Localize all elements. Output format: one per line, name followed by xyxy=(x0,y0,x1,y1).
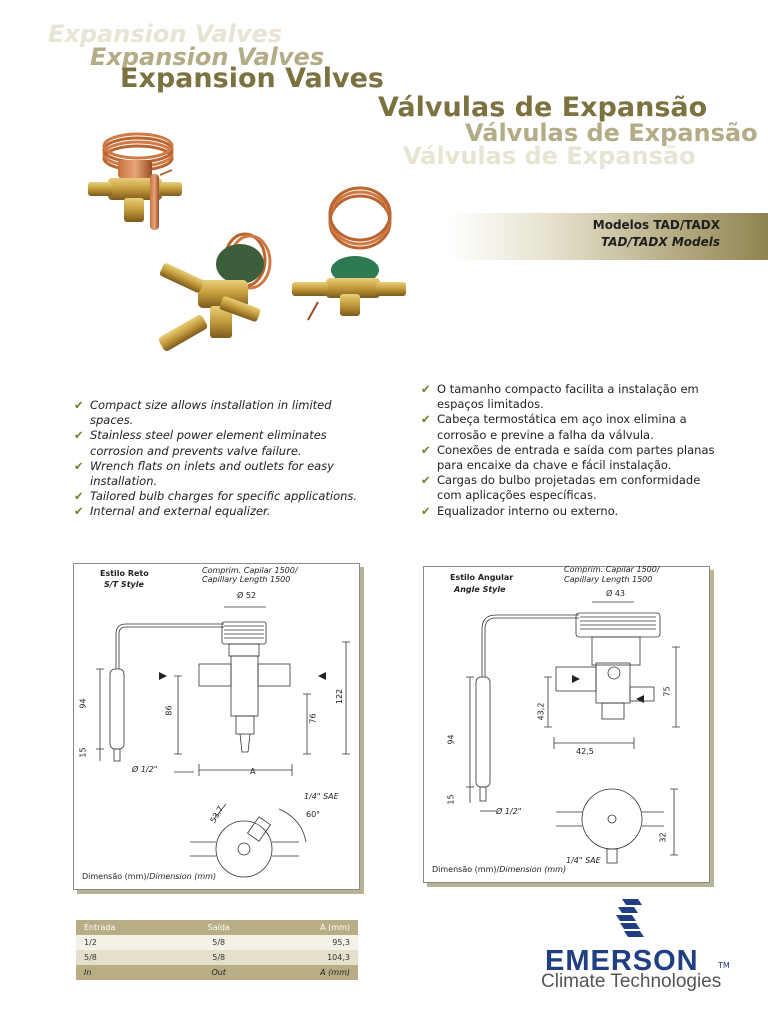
table-cell: 5/8 xyxy=(76,950,178,965)
angle-valve-drawing xyxy=(466,601,680,864)
feature-item: ✔Conexões de entrada e saída com partes … xyxy=(421,442,715,473)
valve-photo-3 xyxy=(292,186,406,321)
dim-42-5: 42,5 xyxy=(576,747,594,756)
table-cell: 104,3 xyxy=(259,950,358,965)
table-footer-cell: In xyxy=(76,965,178,980)
dim-94: 94 xyxy=(446,734,456,745)
features-list-en: ✔Compact size allows installation in lim… xyxy=(74,398,374,520)
check-icon: ✔ xyxy=(421,503,431,518)
straight-valve-drawing xyxy=(96,606,350,878)
diagram-straight-style: Estilo Reto S/T Style Comprim. Capilar 1… xyxy=(73,563,360,890)
dim-75: 75 xyxy=(662,686,672,697)
capillary-label-en: Capillary Length 1500 xyxy=(202,575,291,584)
dim-94: 94 xyxy=(78,698,88,709)
table-header-cell: Entrada xyxy=(76,920,178,935)
title-pt: Válvulas de Expansão xyxy=(378,92,708,123)
style-label-en: Angle Style xyxy=(454,585,506,594)
dim-15: 15 xyxy=(78,747,88,758)
sae-label: 1/4" SAE xyxy=(304,792,339,801)
dimension-note: Dimensão (mm)/Dimension (mm) xyxy=(82,872,217,881)
dim-a: A xyxy=(250,767,256,776)
dim-half-inch: Ø 1/2" xyxy=(132,765,158,774)
check-icon: ✔ xyxy=(421,473,431,488)
dim-half-inch: Ø 1/2" xyxy=(496,807,522,816)
table-header-row: Entrada Saída A (mm) xyxy=(76,920,358,935)
table-cell: 5/8 xyxy=(177,935,260,950)
table-cell: 5/8 xyxy=(177,950,260,965)
table-footer-row: In Out A (mm) xyxy=(76,965,358,980)
capillary-label-pt: Comprim. Capilar 1500/ xyxy=(564,565,660,574)
features-list-pt: ✔O tamanho compacto facilita a instalaçã… xyxy=(421,382,721,519)
models-label-en: TAD/TADX Models xyxy=(601,235,720,249)
table-header-cell: A (mm) xyxy=(259,920,358,935)
valve-photo-2 xyxy=(158,232,272,351)
valves-product-photo xyxy=(88,132,406,351)
feature-item: ✔Equalizador interno ou externo. xyxy=(421,503,619,518)
check-icon: ✔ xyxy=(74,458,84,473)
emerson-logo-icon xyxy=(616,899,644,937)
angle-label: 60° xyxy=(306,810,321,819)
style-label-en: S/T Style xyxy=(104,580,144,589)
check-icon: ✔ xyxy=(74,504,84,519)
dim-76: 76 xyxy=(308,713,318,724)
check-icon: ✔ xyxy=(421,412,431,427)
table-footer-cell: A (mm) xyxy=(259,965,358,980)
valve-photo-1 xyxy=(88,132,182,230)
dim-43-2: 43,2 xyxy=(536,702,546,721)
brand-subtitle: Climate Technologies xyxy=(541,971,722,992)
dim-86: 86 xyxy=(164,705,174,716)
capillary-label-en: Capillary Length 1500 xyxy=(564,575,653,584)
feature-item: ✔Cargas do bulbo projetadas em conformid… xyxy=(421,473,701,503)
table-cell: 1/2 xyxy=(76,935,178,950)
title-en: Expansion Valves xyxy=(120,63,385,94)
dim-52: Ø 52 xyxy=(237,591,257,600)
dim-43: Ø 43 xyxy=(606,589,626,598)
models-label-pt: Modelos TAD/TADX xyxy=(592,218,720,232)
feature-item: ✔Cabeça termostática em aço inox elimina… xyxy=(421,412,687,442)
sae-label: 1/4" SAE xyxy=(566,856,601,865)
models-banner: Modelos TAD/TADX TAD/TADX Models xyxy=(448,213,768,260)
check-icon: ✔ xyxy=(421,382,431,396)
title-en-ghost-2: Expansion Valves xyxy=(90,43,325,71)
brand-tm: TM xyxy=(718,961,730,970)
table-row: 5/8 5/8 104,3 xyxy=(76,950,358,965)
dim-32: 32 xyxy=(658,832,668,843)
feature-item: ✔Tailored bulb charges for specific appl… xyxy=(74,489,358,504)
feature-item: ✔Internal and external equalizer. xyxy=(74,504,271,519)
table-footer-cell: Out xyxy=(177,965,260,980)
check-icon: ✔ xyxy=(74,428,84,443)
feature-item: ✔Stainless steel power element eliminate… xyxy=(74,428,327,458)
title-pt-ghost-2: Válvulas de Expansão xyxy=(403,142,696,170)
brand-name: EMERSON xyxy=(545,945,699,977)
check-icon: ✔ xyxy=(421,442,431,457)
dimensions-table: Entrada Saída A (mm) 1/2 5/8 95,3 5/8 5/… xyxy=(76,920,358,980)
check-icon: ✔ xyxy=(74,489,84,504)
style-label-pt: Estilo Reto xyxy=(100,569,149,578)
feature-item: ✔Wrench flats on inlets and outlets for … xyxy=(74,458,334,489)
table-header-cell: Saída xyxy=(177,920,260,935)
table-cell: 95,3 xyxy=(259,935,358,950)
feature-item: ✔Compact size allows installation in lim… xyxy=(74,398,332,428)
dim-15: 15 xyxy=(446,794,456,805)
feature-item: ✔O tamanho compacto facilita a instalaçã… xyxy=(421,382,699,412)
dimension-note: Dimensão (mm)/Dimension (mm) xyxy=(432,865,567,874)
dim-122: 122 xyxy=(335,688,345,705)
check-icon: ✔ xyxy=(74,398,84,412)
capillary-label-pt: Comprim. Capilar 1500/ xyxy=(202,566,298,575)
style-label-pt: Estilo Angular xyxy=(450,573,514,582)
table-row: 1/2 5/8 95,3 xyxy=(76,935,358,950)
title-pt-ghost-1: Válvulas de Expansão xyxy=(465,119,758,147)
title-en-ghost-1: Expansion Valves xyxy=(48,20,283,48)
diagram-angle-style: Estilo Angular Angle Style Comprim. Capi… xyxy=(423,565,710,883)
